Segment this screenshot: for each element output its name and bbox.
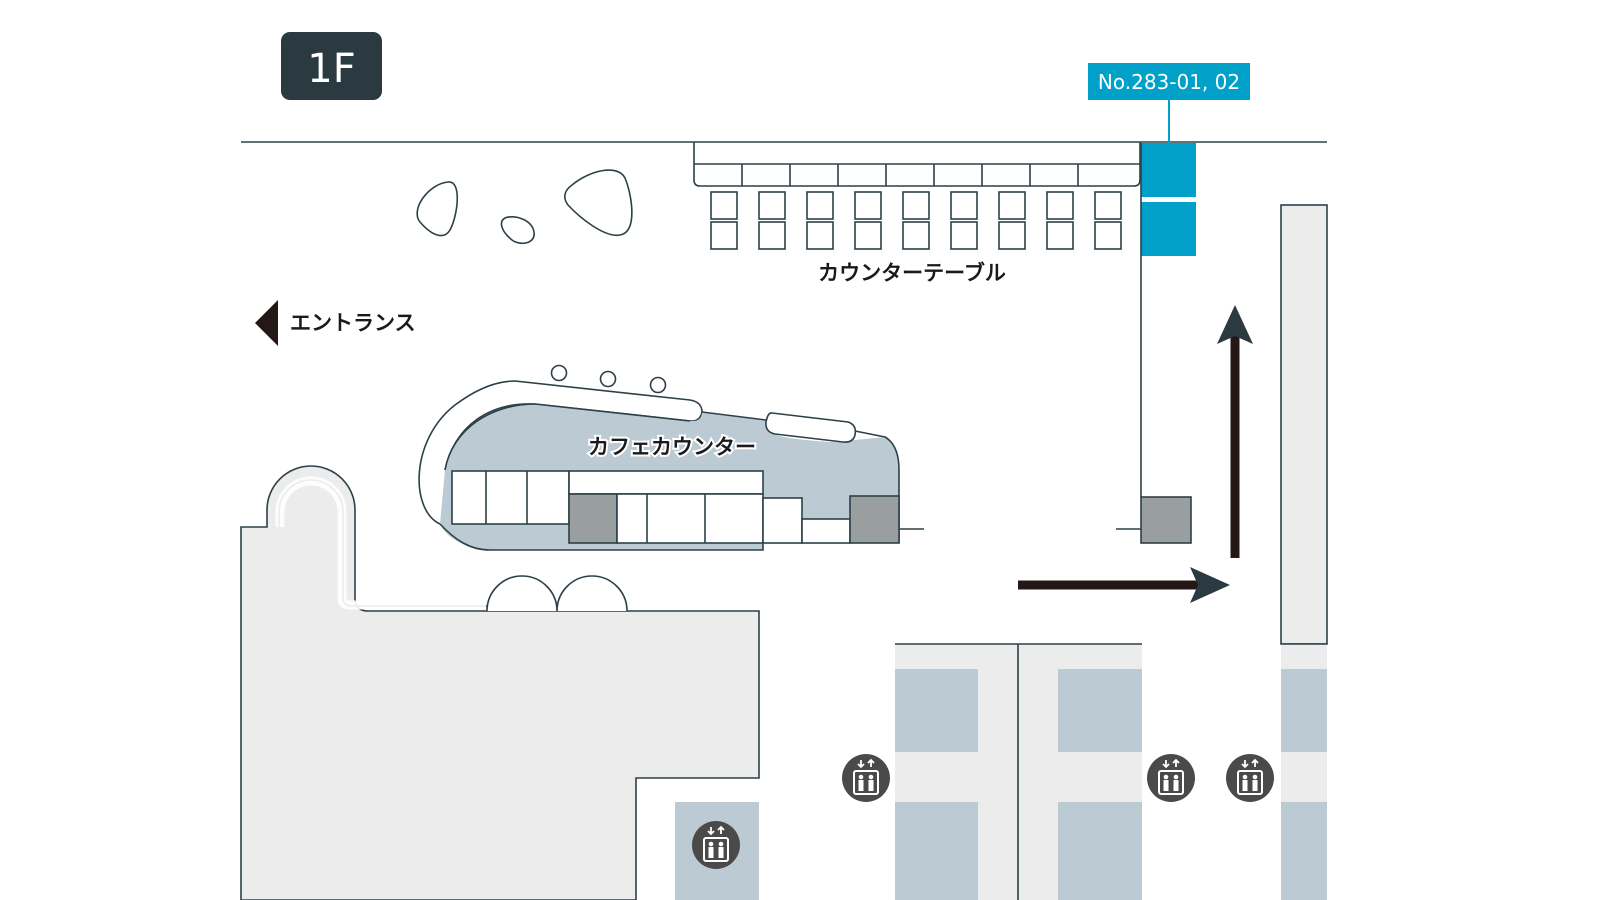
chair: [710, 191, 738, 220]
chair: [854, 191, 882, 220]
chair: [710, 221, 738, 250]
bottom-blocks: [895, 643, 1327, 900]
chair: [998, 191, 1026, 220]
elevator-icon: [842, 754, 890, 802]
chair: [950, 221, 978, 250]
chair: [854, 221, 882, 250]
chair: [806, 191, 834, 220]
cafe-counter-label: カフェカウンター: [588, 435, 756, 459]
right-wall-block: [1280, 204, 1328, 645]
chair: [1094, 221, 1122, 250]
cafe-counter: カフェカウンター: [418, 364, 924, 551]
pillar: [1140, 496, 1192, 544]
booth-label: No.283-01, 02: [1098, 70, 1240, 94]
chair: [902, 221, 930, 250]
chair: [758, 191, 786, 220]
counter-table: カウンターテーブル: [693, 142, 1141, 285]
elevator-icon: [1226, 754, 1274, 802]
chair: [1094, 191, 1122, 220]
left-arrow-icon: [255, 300, 278, 346]
entrance-label: エントランス: [290, 311, 416, 335]
chair: [1046, 191, 1074, 220]
entrance-sign[interactable]: エントランス: [255, 300, 416, 346]
chair: [998, 221, 1026, 250]
chair: [806, 221, 834, 250]
floor-label: 1F: [307, 46, 355, 92]
chair: [758, 221, 786, 250]
chair: [1046, 221, 1074, 250]
elevator-icon: [1147, 754, 1195, 802]
decor-stones: [416, 169, 633, 245]
chair: [950, 191, 978, 220]
chair: [902, 191, 930, 220]
elevator-icon: [692, 821, 740, 869]
direction-arrows: [1018, 305, 1253, 603]
floor-badge: 1F: [281, 32, 382, 100]
booth-283[interactable]: No.283-01, 02: [1088, 63, 1250, 256]
counter-table-label: カウンターテーブル: [818, 261, 1006, 285]
